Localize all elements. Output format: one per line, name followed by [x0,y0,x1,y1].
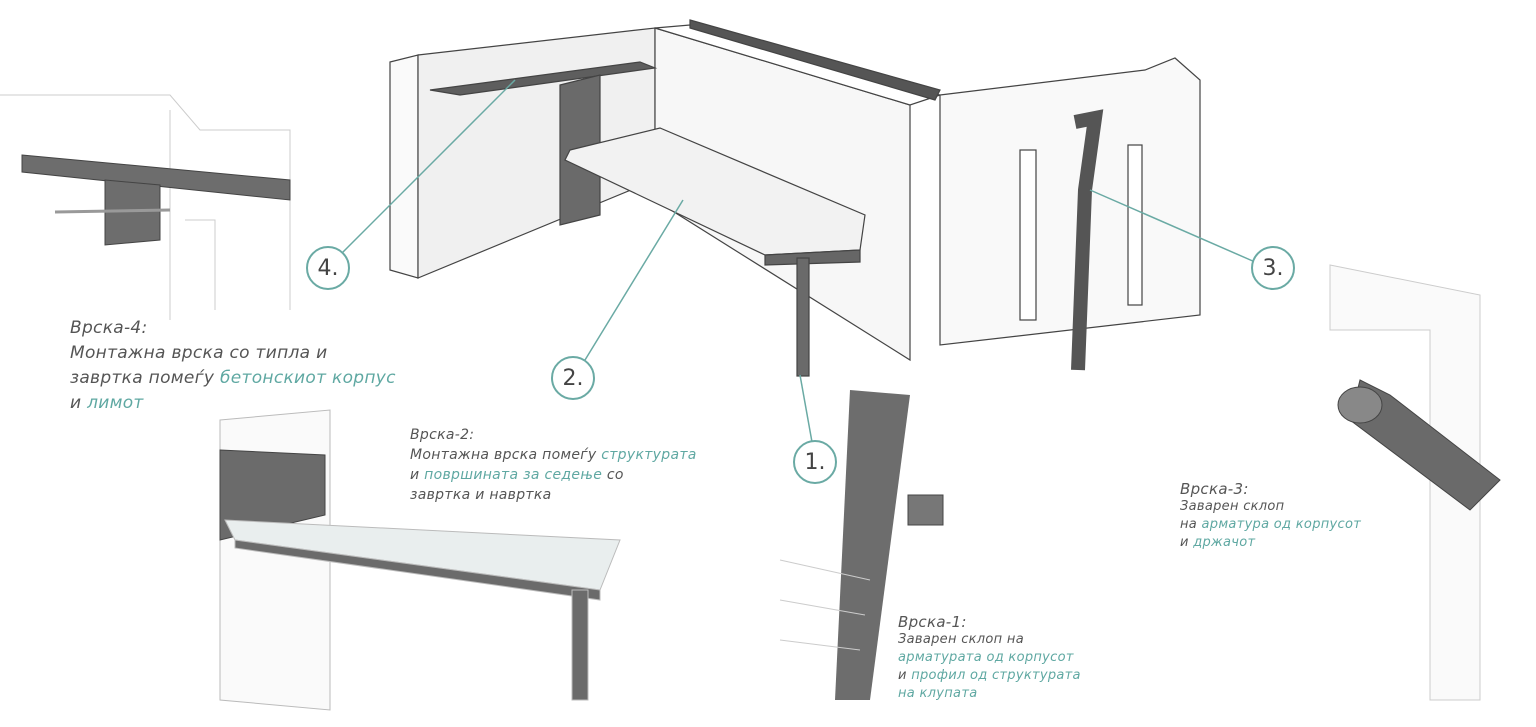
note-joint-2: Врска-2: Монтажна врска помеѓу структура… [410,425,697,505]
text: на [1180,517,1202,532]
highlight: површината за седење [424,467,603,483]
text: и [70,393,88,413]
callout-1: 1. [793,440,837,484]
callout-4: 4. [306,246,350,290]
text: завртка помеѓу [70,368,220,388]
highlight: арматура од корпусот [1201,517,1362,532]
highlight: структурата [601,447,697,463]
highlight: профил од структурата [911,668,1081,683]
note-joint-1: Врска-1: Заварен склоп на арматурата од … [898,613,1081,703]
callout-3: 3. [1251,246,1295,290]
note-line: Монтажна врска помеѓу структурата [410,445,697,465]
note-line: и држачот [1180,534,1361,552]
note-line: и површината за седење со [410,465,697,485]
note-line: Монтажна врска со типла и [70,343,328,363]
note-line: завртка помеѓу бетонскиот корпус [70,366,396,391]
note-title: Врска-2: [410,427,475,443]
highlight: лимот [87,393,144,413]
note-line: Заварен склоп [1180,499,1285,514]
note-title: Врска-4: [70,318,148,338]
note-title: Врска-3: [1180,480,1249,498]
note-line: и профил од структурата [898,667,1081,685]
note-line: и лимот [70,391,396,416]
text: и [1180,535,1194,550]
note-joint-3: Врска-3: Заварен склоп на арматура од ко… [1180,480,1361,552]
note-line: на клупата [898,686,978,701]
leader-lines [339,79,1256,443]
note-line: Заварен склоп на [898,632,1024,647]
note-line: на арматура од корпусот [1180,516,1361,534]
note-line: арматурата од корпусот [898,650,1074,665]
main-bench-drawing [389,19,1201,377]
text: Монтажна врска помеѓу [410,447,602,463]
detail-4-drawing [0,94,291,320]
detail-1-drawing [779,390,944,700]
highlight: бетонскиот корпус [219,368,396,388]
note-joint-4: Врска-4: Монтажна врска со типла и заврт… [70,316,396,416]
note-line: завртка и навртка [410,487,552,503]
text: и [898,668,912,683]
detail-2-drawing [219,409,621,711]
note-title: Врска-1: [898,613,967,631]
callout-2: 2. [551,356,595,400]
text: и [410,467,425,483]
text: со [602,467,624,483]
highlight: држачот [1193,535,1256,550]
detail-3-drawing [1329,264,1501,701]
